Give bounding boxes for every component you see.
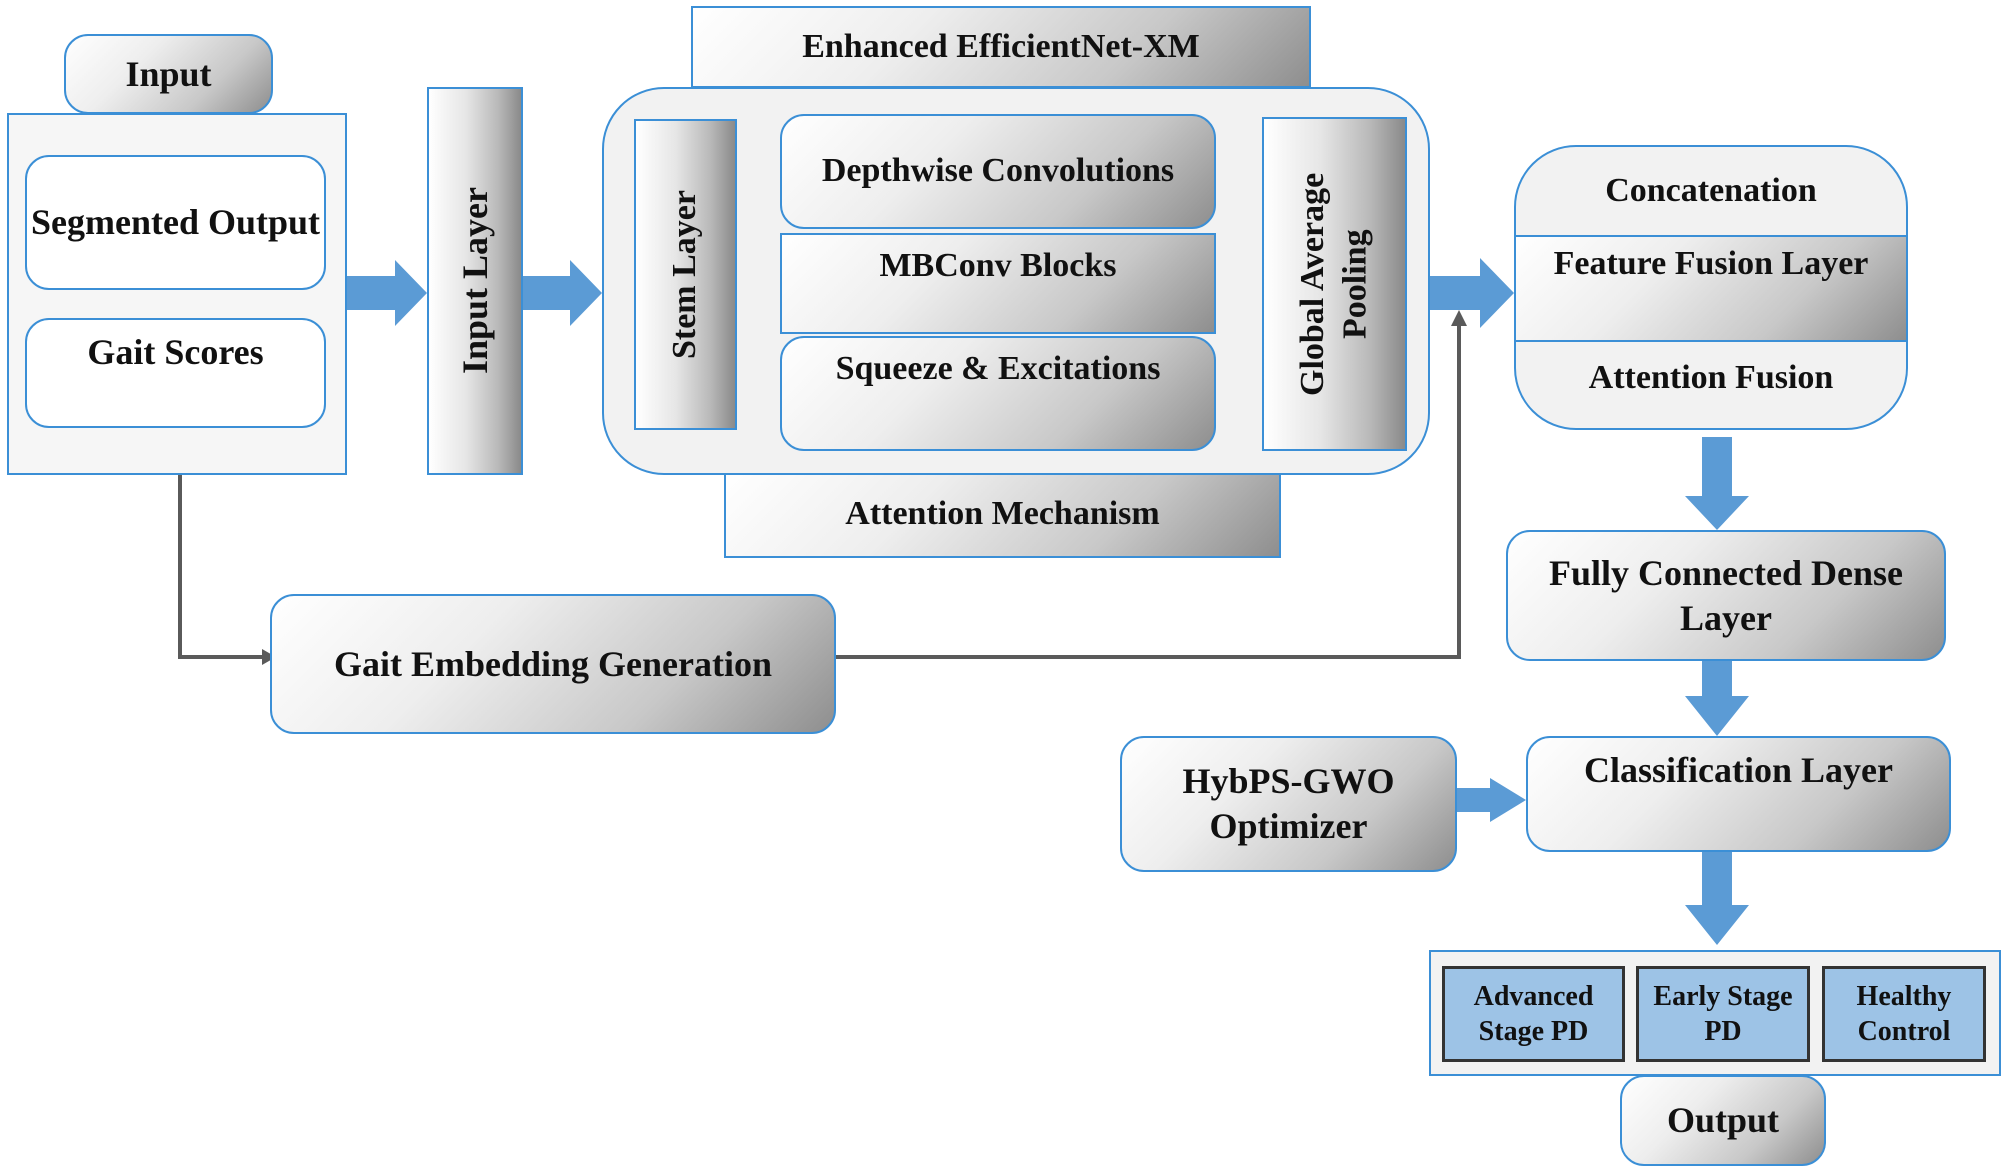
arrow-classification-to-output <box>1685 852 1749 945</box>
class-healthy-control-label: Healthy Control <box>1856 981 1952 1047</box>
class-early-pd-label: Early Stage PD <box>1653 981 1793 1047</box>
feature-fusion-label: Feature Fusion Layer <box>1553 245 1869 282</box>
dense-layer-box: Fully Connected Dense Layer <box>1506 530 1946 661</box>
arrow-input-to-inputlayer <box>347 260 427 326</box>
class-advanced-pd-label: Advanced Stage PD <box>1473 981 1594 1047</box>
optimizer-label: HybPS-GWO Optimizer <box>1182 761 1395 846</box>
feature-fusion-section: Feature Fusion Layer <box>1516 235 1906 342</box>
squeeze-label: Squeeze & Excitations <box>835 350 1161 387</box>
arrowhead-embedding <box>262 649 276 665</box>
class-healthy-control: Healthy Control <box>1822 966 1986 1062</box>
depthwise-label: Depthwise Convolutions <box>821 152 1175 190</box>
arrow-fusion-to-dense <box>1685 437 1749 530</box>
dense-layer-label: Fully Connected Dense Layer <box>1549 552 1903 638</box>
attention-fusion-label: Attention Fusion <box>1588 358 1834 396</box>
classification-label: Classification Layer <box>1584 750 1893 790</box>
arrow-dense-to-classification <box>1685 661 1749 736</box>
gait-scores-box: Gait Scores <box>25 318 326 428</box>
segmented-output-box: Segmented Output <box>25 155 326 290</box>
depthwise-box: Depthwise Convolutions <box>780 114 1216 229</box>
input-tab-label: Input <box>125 53 212 94</box>
arrowhead-fusion <box>1451 310 1467 326</box>
concatenation-section: Concatenation <box>1516 147 1906 235</box>
mbconv-label: MBConv Blocks <box>879 247 1117 284</box>
output-tab-label: Output <box>1666 1100 1780 1140</box>
efficientnet-title-label: Enhanced EfficientNet-XM <box>802 27 1200 65</box>
class-early-pd: Early Stage PD <box>1636 966 1810 1062</box>
input-layer-box: Input Layer <box>427 87 523 475</box>
optimizer-box: HybPS-GWO Optimizer <box>1120 736 1457 872</box>
attention-mechanism-label: Attention Mechanism <box>845 494 1160 532</box>
classification-box: Classification Layer <box>1526 736 1951 852</box>
stem-layer-box: Stem Layer <box>634 119 737 430</box>
line-embedding-to-fusion <box>836 318 1461 659</box>
input-tab: Input <box>64 34 273 114</box>
gait-embedding-label: Gait Embedding Generation <box>333 643 773 684</box>
arrow-optimizer-to-classification <box>1457 778 1526 822</box>
efficientnet-title-box: Enhanced EfficientNet-XM <box>691 6 1311 88</box>
gap-box: Global Average Pooling <box>1262 117 1407 451</box>
stem-layer-label: Stem Layer <box>666 189 704 359</box>
attention-fusion-section: Attention Fusion <box>1516 342 1906 414</box>
fusion-box: Concatenation Feature Fusion Layer Atten… <box>1514 145 1908 430</box>
class-advanced-pd: Advanced Stage PD <box>1442 966 1625 1062</box>
arrow-efficientnet-to-fusion <box>1430 258 1514 328</box>
line-gaitscores-to-embedding <box>178 430 270 659</box>
arrow-inputlayer-to-efficientnet <box>523 260 602 326</box>
squeeze-box: Squeeze & Excitations <box>780 336 1216 451</box>
segmented-output-label: Segmented Output <box>30 202 321 242</box>
gait-scores-label: Gait Scores <box>87 332 264 372</box>
output-tab: Output <box>1620 1075 1826 1166</box>
input-layer-label: Input Layer <box>454 187 495 375</box>
gait-embedding-box: Gait Embedding Generation <box>270 594 836 734</box>
concatenation-label: Concatenation <box>1605 171 1817 209</box>
gap-label: Global Average Pooling <box>1294 172 1374 396</box>
attention-mechanism-box: Attention Mechanism <box>724 470 1281 558</box>
mbconv-box: MBConv Blocks <box>780 233 1216 334</box>
